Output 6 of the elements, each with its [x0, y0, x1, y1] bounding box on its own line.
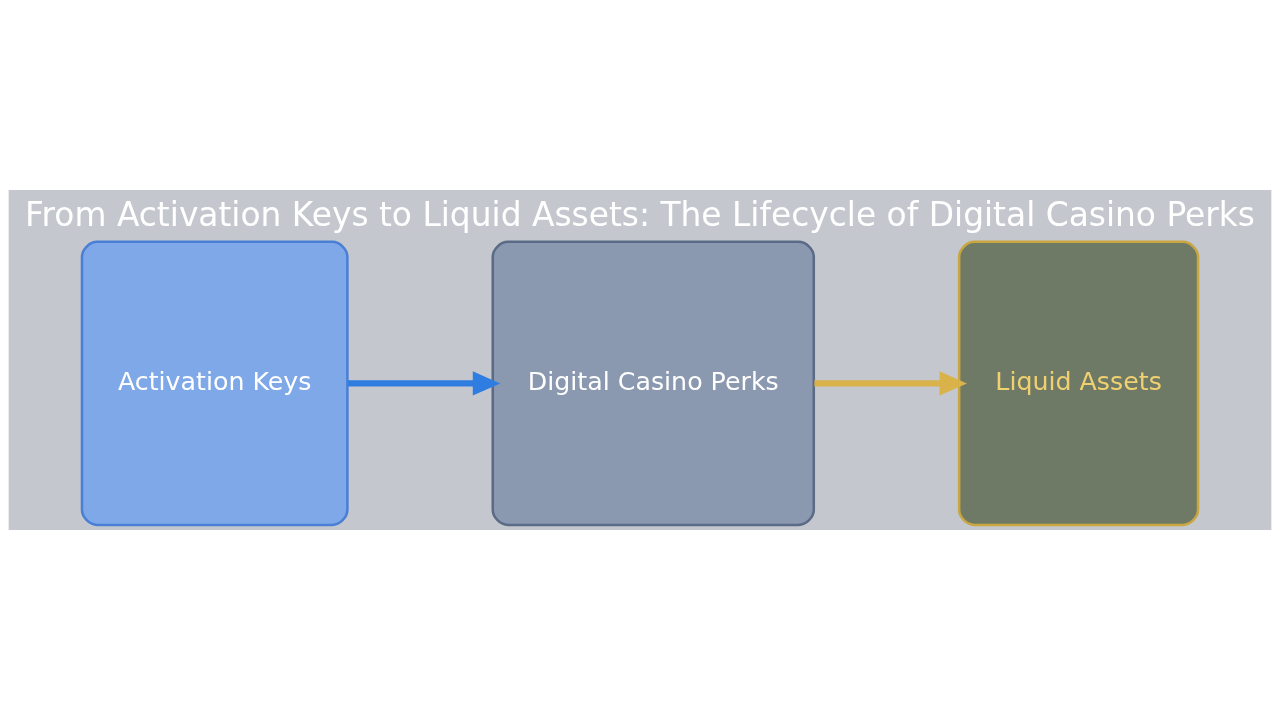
arrow — [814, 371, 967, 396]
diagram-title: From Activation Keys to Liquid Assets: The Lifecycle of Digital Casino Perks — [25, 195, 1255, 235]
node-box: Activation Keys — [80, 240, 349, 527]
node-box: Digital Casino Perks — [491, 240, 816, 527]
node-box: Liquid Assets — [957, 240, 1200, 527]
arrow — [347, 371, 501, 396]
